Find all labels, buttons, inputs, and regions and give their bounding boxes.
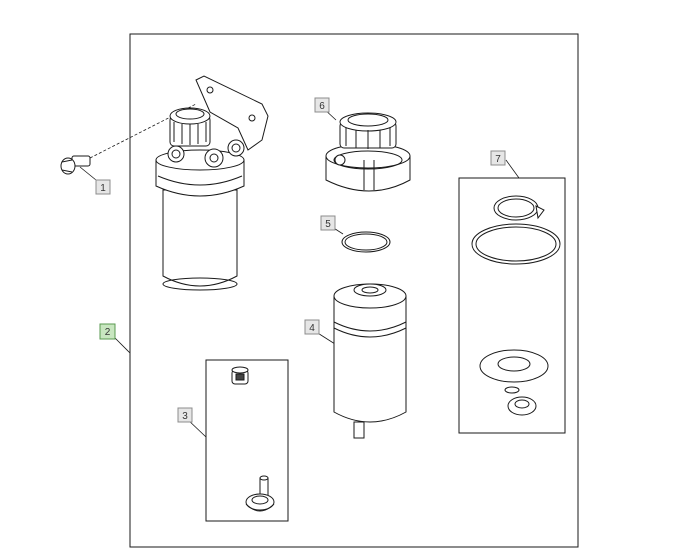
callout-5-label: 5 <box>325 219 331 230</box>
filter-element-part <box>333 283 407 439</box>
callout-4[interactable]: 4 <box>304 319 320 335</box>
leader-lines <box>79 107 520 438</box>
seal-kit-part <box>471 195 561 416</box>
callout-6-label: 6 <box>319 101 325 112</box>
filter-head-assembly <box>155 75 269 291</box>
callout-4-label: 4 <box>309 323 315 334</box>
cap-bowl-part <box>325 112 411 192</box>
o-ring-part <box>341 231 391 253</box>
assembly-frame <box>129 33 579 548</box>
callout-7-label: 7 <box>495 154 501 165</box>
drain-plug-part <box>231 366 275 512</box>
kit-frame-7 <box>458 177 566 434</box>
bolt-part <box>60 155 91 175</box>
callout-7[interactable]: 7 <box>490 150 506 166</box>
callout-1[interactable]: 1 <box>95 179 111 195</box>
callout-2-label: 2 <box>105 327 111 338</box>
callout-2[interactable]: 2 <box>99 323 116 340</box>
callout-5[interactable]: 5 <box>320 215 336 231</box>
callout-6[interactable]: 6 <box>314 97 330 113</box>
callout-3-label: 3 <box>182 411 188 422</box>
callout-1-label: 1 <box>100 183 106 194</box>
callout-3[interactable]: 3 <box>177 407 193 423</box>
kit-frame-3 <box>205 359 289 522</box>
